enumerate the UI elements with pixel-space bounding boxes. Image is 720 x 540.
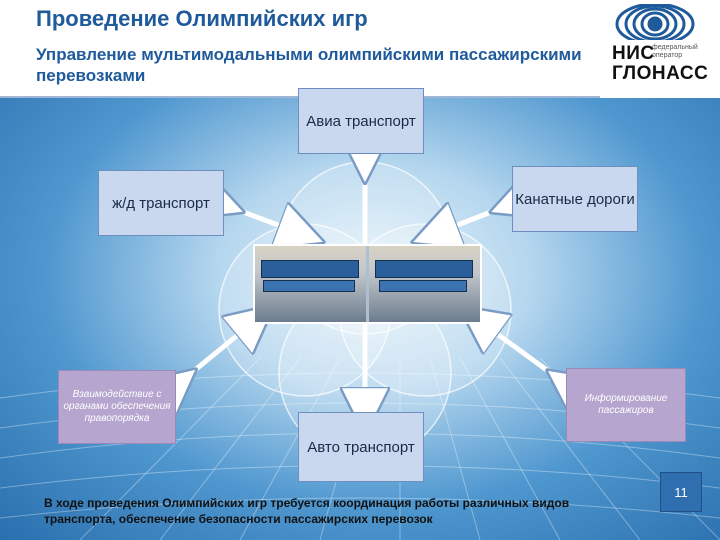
node-air-transport: Авиа транспорт (298, 88, 424, 154)
page-title: Проведение Олимпийских игр (36, 6, 368, 31)
control-room-photo-left (255, 246, 366, 322)
signal-waves-icon (600, 4, 710, 90)
slide-caption: В ходе проведения Олимпийских игр требуе… (44, 496, 570, 526)
control-room-photo (253, 244, 482, 324)
page-number-badge: 11 (660, 472, 702, 512)
logo-name: НИС ГЛОНАСС (612, 43, 709, 84)
arrow-left (222, 204, 302, 234)
page-subtitle: Управление мультимодальными олимпийскими… (36, 45, 582, 85)
arrow-bottom-left (178, 320, 256, 384)
arrow-bottom-right (478, 320, 566, 384)
arrow-right (434, 204, 512, 234)
logo-tagline: федеральный оператор (652, 44, 698, 59)
node-cable-cars: Канатные дороги (512, 166, 638, 232)
node-passenger-info: Информирование пассажиров (566, 368, 686, 442)
node-auto-transport: Авто транспорт (298, 412, 424, 482)
control-room-photo-right (369, 246, 480, 322)
node-law-enforcement: Взаимодействие с органами обеспечения пр… (58, 370, 176, 444)
node-rail-transport: ж/д транспорт (98, 170, 224, 236)
